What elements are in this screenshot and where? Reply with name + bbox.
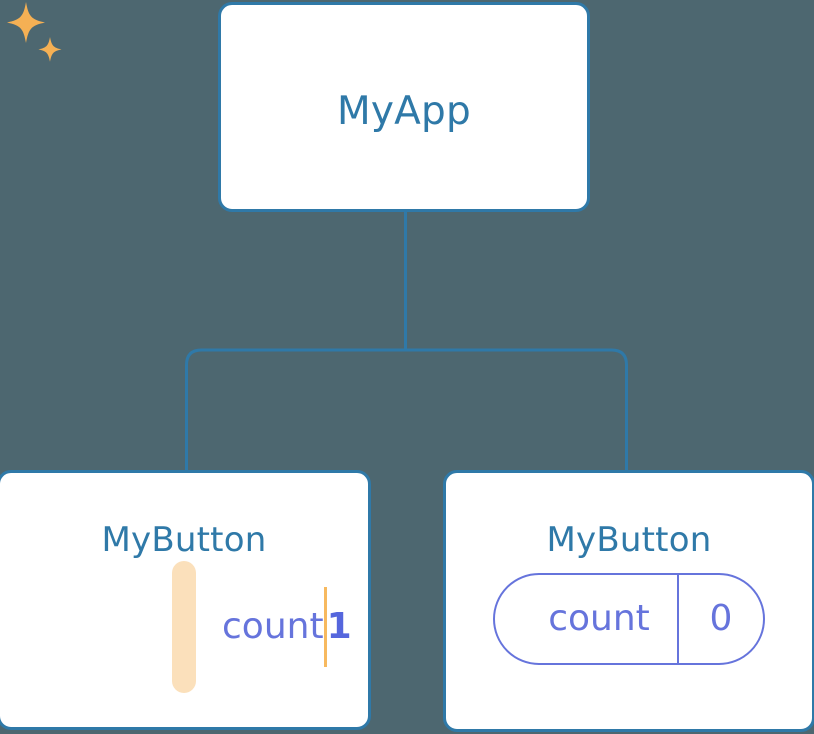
sparkle-group (7, 2, 62, 62)
sparkle-large-icon (7, 2, 45, 43)
state-pill-wrap-right: count 0 (446, 573, 812, 665)
state-pill-plain[interactable]: count 0 (493, 573, 765, 665)
state-key-label-left: count (222, 606, 324, 647)
state-key-label-right: count (548, 598, 650, 639)
node-card-mybutton-right[interactable]: MyButton count 0 (443, 470, 814, 732)
state-value-label-left: 1 (323, 587, 352, 667)
node-title-myapp: MyApp (337, 89, 471, 134)
pill-halo-icon (172, 561, 196, 693)
sparkle-small-icon (38, 37, 62, 62)
state-value-label-right: 0 (677, 575, 763, 663)
node-title-mybutton-left: MyButton (101, 520, 267, 560)
node-title-mybutton-right: MyButton (546, 520, 712, 560)
state-pill-wrap-left: count 1 (0, 561, 368, 693)
node-card-myapp[interactable]: MyApp (218, 2, 590, 212)
node-card-mybutton-left[interactable]: MyButton count 1 (0, 470, 371, 730)
